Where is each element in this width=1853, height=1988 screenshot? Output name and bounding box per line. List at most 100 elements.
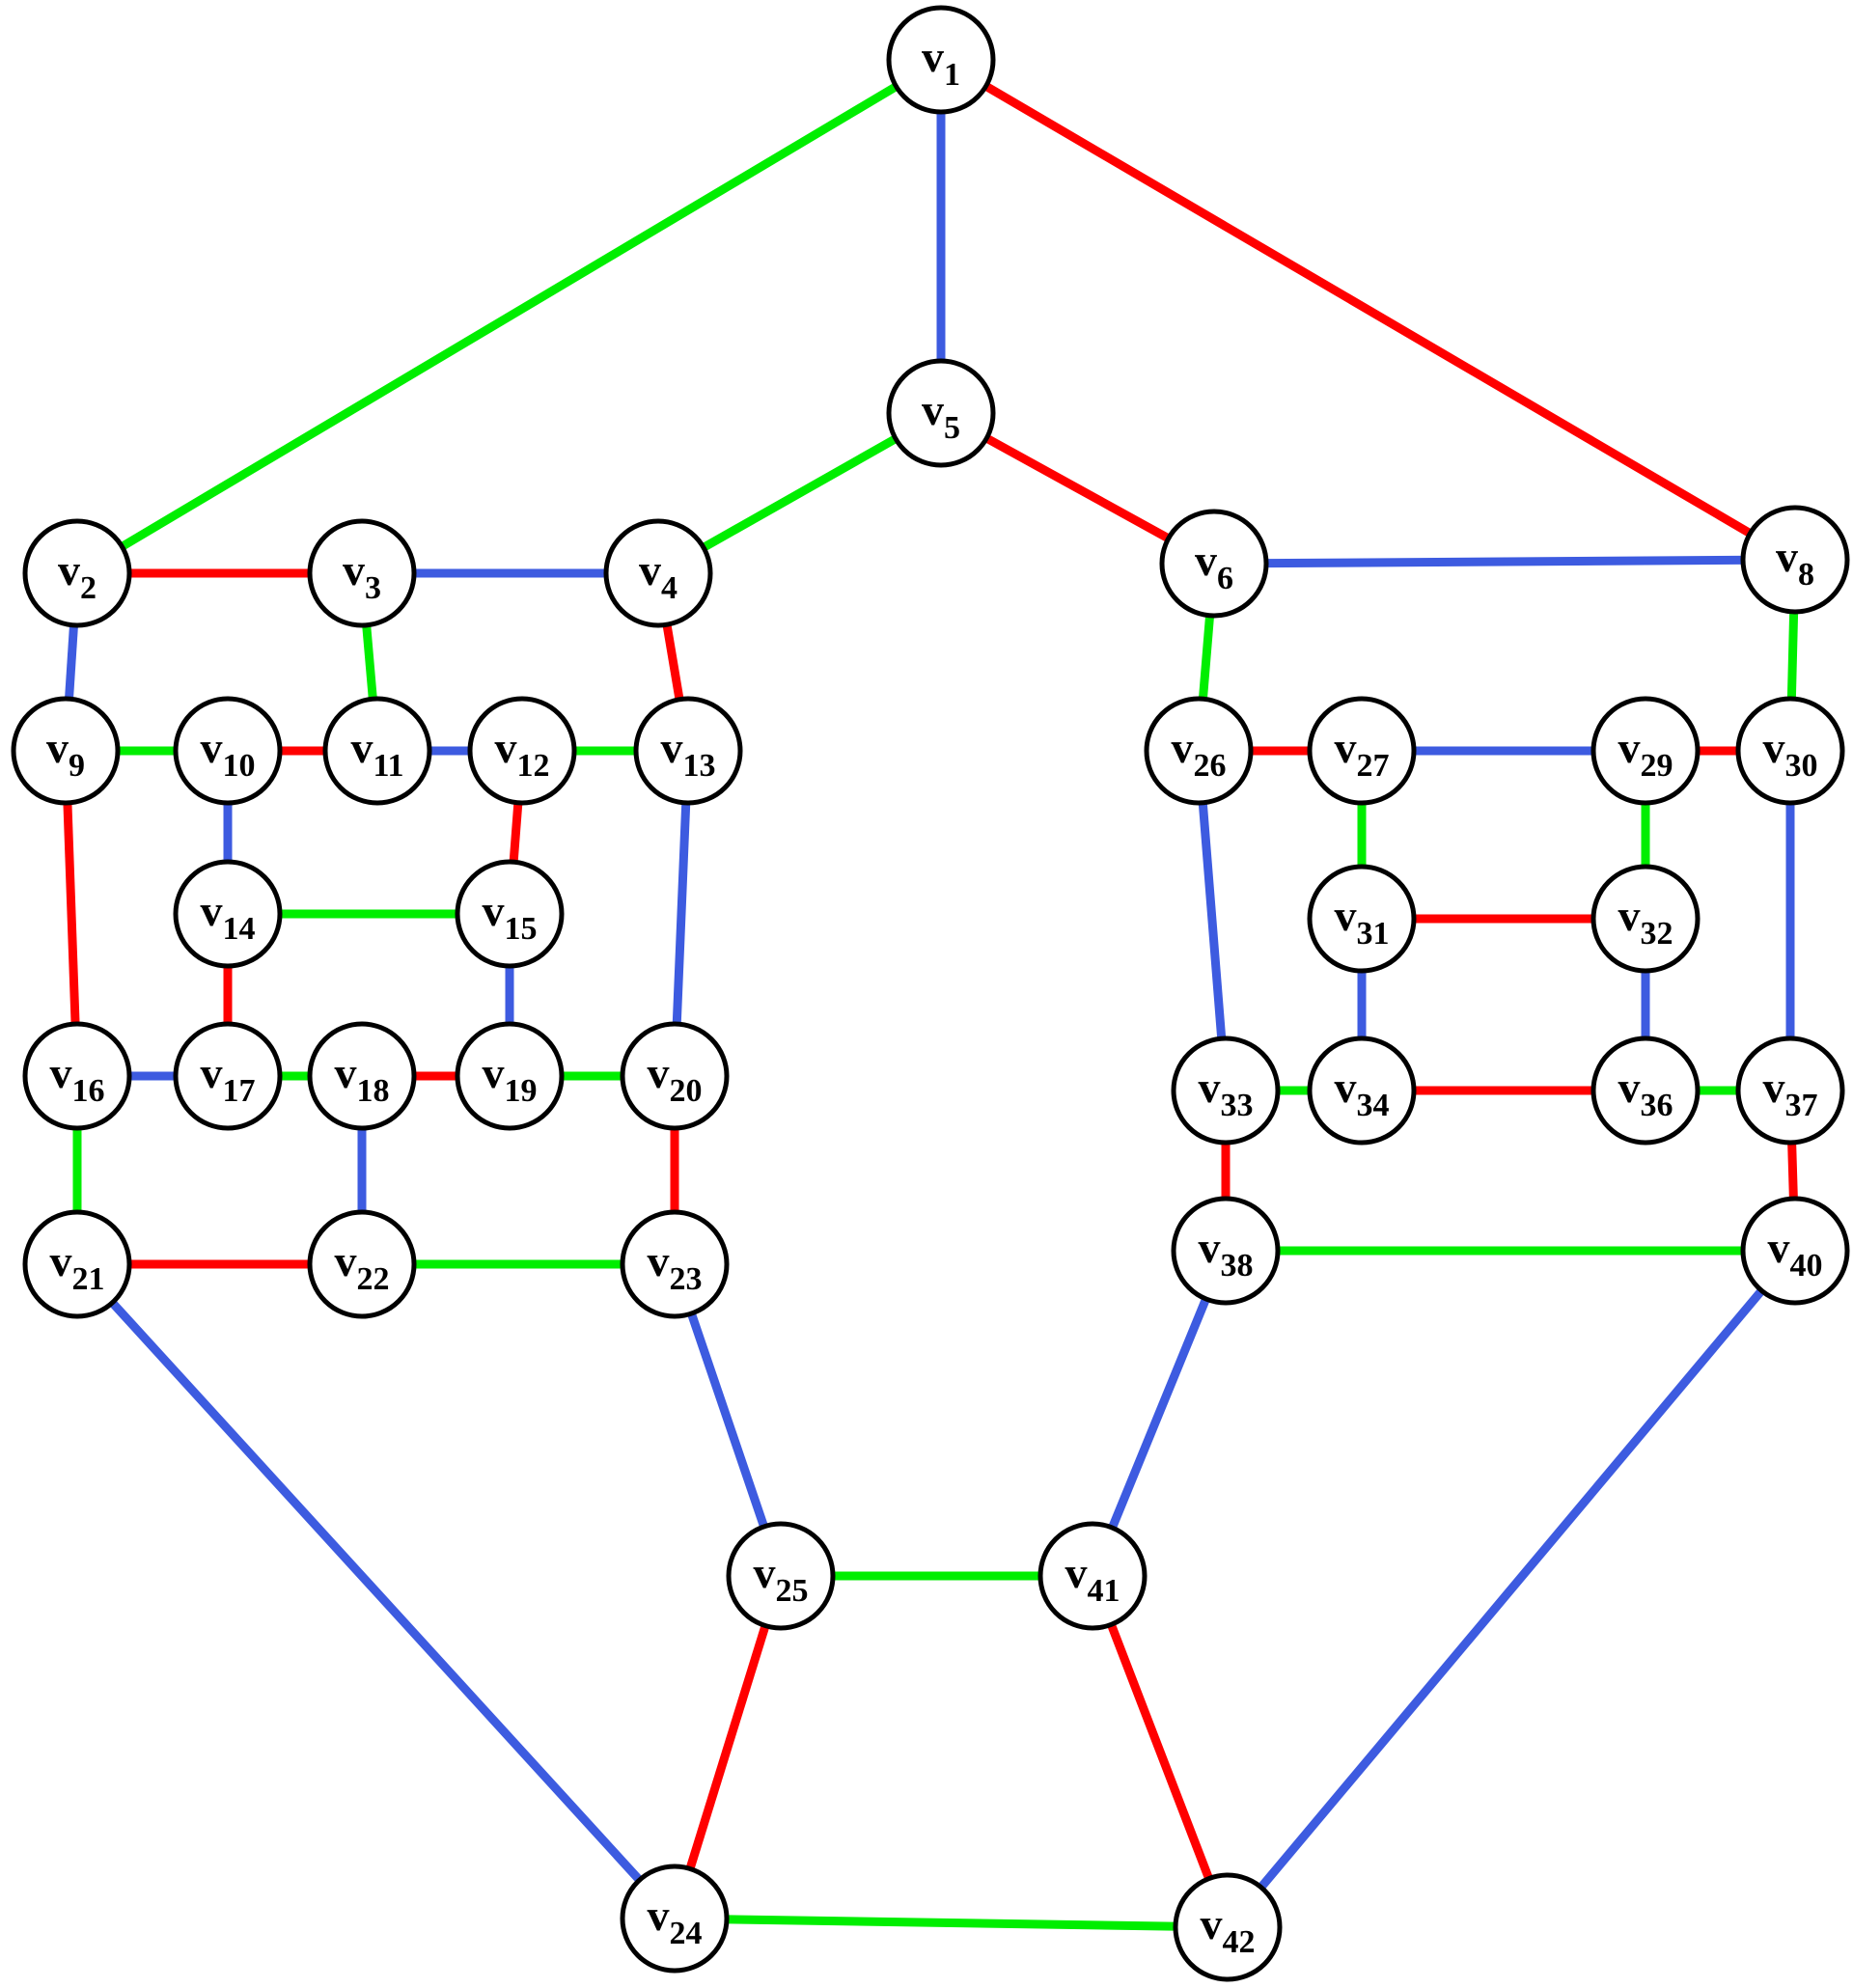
node-circle bbox=[1307, 864, 1417, 974]
edge-v6-v8 bbox=[1213, 555, 1796, 568]
node-v24: v24 bbox=[620, 1864, 730, 1974]
node-v40: v40 bbox=[1740, 1196, 1850, 1306]
node-circle bbox=[455, 859, 565, 969]
node-label: v16 bbox=[50, 1048, 105, 1109]
node-v10: v10 bbox=[173, 696, 283, 806]
node-v3: v3 bbox=[307, 518, 417, 628]
node-circle bbox=[633, 696, 743, 806]
node-label: v34 bbox=[1335, 1063, 1390, 1123]
node-circle bbox=[1740, 1196, 1850, 1306]
edge-v23-v25 bbox=[670, 1262, 786, 1578]
node-label-subscript: 25 bbox=[776, 1573, 809, 1609]
node-circle bbox=[1590, 696, 1701, 806]
node-circle bbox=[1037, 1521, 1148, 1631]
node-label-base: v bbox=[1618, 723, 1641, 772]
node-label: v18 bbox=[335, 1048, 390, 1109]
node-circle bbox=[173, 859, 283, 969]
node-label-base: v bbox=[1763, 1063, 1785, 1112]
node-label-base: v bbox=[661, 723, 683, 772]
node-circle bbox=[1144, 696, 1254, 806]
node-label-subscript: 23 bbox=[670, 1261, 703, 1297]
node-circle bbox=[1735, 1035, 1845, 1146]
node-label: v8 bbox=[1776, 532, 1814, 593]
edge-v24-v42 bbox=[674, 1914, 1229, 1932]
node-v8: v8 bbox=[1740, 505, 1850, 615]
node-label-subscript: 9 bbox=[69, 748, 85, 784]
node-label-subscript: 20 bbox=[670, 1073, 703, 1109]
node-label-base: v bbox=[343, 545, 365, 594]
node-v26: v26 bbox=[1144, 696, 1254, 806]
node-label: v6 bbox=[1195, 536, 1233, 596]
node-label-subscript: 36 bbox=[1641, 1088, 1673, 1123]
node-label: v33 bbox=[1199, 1063, 1254, 1123]
node-label: v38 bbox=[1199, 1223, 1254, 1284]
node-circle bbox=[11, 696, 121, 806]
node-v31: v31 bbox=[1307, 864, 1417, 974]
node-circle bbox=[307, 518, 417, 628]
node-circle bbox=[1171, 1196, 1281, 1306]
node-circle bbox=[1740, 505, 1850, 615]
node-v32: v32 bbox=[1590, 864, 1701, 974]
node-label-subscript: 8 bbox=[1798, 557, 1814, 593]
node-label-base: v bbox=[639, 545, 661, 594]
node-label-base: v bbox=[1776, 532, 1798, 581]
node-label-base: v bbox=[1335, 1063, 1357, 1112]
node-label-base: v bbox=[1199, 1063, 1221, 1112]
node-circle bbox=[1590, 1035, 1701, 1146]
node-label-subscript: 40 bbox=[1790, 1248, 1823, 1284]
node-label-base: v bbox=[335, 1236, 357, 1285]
node-label-subscript: 15 bbox=[505, 911, 538, 947]
node-v41: v41 bbox=[1037, 1521, 1148, 1631]
node-circle bbox=[620, 1209, 730, 1319]
node-label-subscript: 41 bbox=[1088, 1573, 1120, 1609]
node-label: v12 bbox=[495, 723, 550, 784]
node-v6: v6 bbox=[1159, 509, 1269, 619]
edge-v40-v42 bbox=[1224, 1248, 1799, 1930]
node-label: v19 bbox=[483, 1048, 538, 1109]
node-v9: v9 bbox=[11, 696, 121, 806]
node-label-base: v bbox=[1618, 891, 1641, 940]
node-v25: v25 bbox=[726, 1521, 836, 1631]
node-v36: v36 bbox=[1590, 1035, 1701, 1146]
node-label-subscript: 3 bbox=[365, 570, 381, 606]
node-label-subscript: 42 bbox=[1223, 1924, 1256, 1960]
node-label-base: v bbox=[1763, 723, 1785, 772]
node-label-subscript: 26 bbox=[1194, 748, 1227, 784]
node-circle bbox=[1307, 696, 1417, 806]
node-label-base: v bbox=[335, 1048, 357, 1097]
node-v2: v2 bbox=[22, 518, 132, 628]
node-label: v36 bbox=[1618, 1063, 1673, 1123]
node-label-subscript: 12 bbox=[517, 748, 550, 784]
edge-v21-v24 bbox=[73, 1260, 678, 1922]
node-label-base: v bbox=[1065, 1548, 1088, 1597]
node-label-base: v bbox=[648, 1048, 670, 1097]
node-label: v20 bbox=[648, 1048, 703, 1109]
node-circle bbox=[620, 1021, 730, 1131]
node-circle bbox=[22, 1021, 132, 1131]
node-v20: v20 bbox=[620, 1021, 730, 1131]
node-v27: v27 bbox=[1307, 696, 1417, 806]
node-label-subscript: 38 bbox=[1221, 1248, 1254, 1284]
node-label-subscript: 13 bbox=[683, 748, 716, 784]
node-label: v26 bbox=[1172, 723, 1227, 784]
node-circle bbox=[22, 518, 132, 628]
node-circle bbox=[1307, 1035, 1417, 1146]
node-label: v1 bbox=[922, 32, 960, 93]
node-label: v4 bbox=[639, 545, 678, 606]
node-label-base: v bbox=[1172, 723, 1194, 772]
node-circle bbox=[726, 1521, 836, 1631]
node-label-subscript: 34 bbox=[1357, 1088, 1390, 1123]
edge-v38-v41 bbox=[1088, 1249, 1231, 1578]
node-label-base: v bbox=[201, 886, 223, 935]
node-v30: v30 bbox=[1735, 696, 1845, 806]
node-label-base: v bbox=[350, 723, 373, 772]
node-label-subscript: 33 bbox=[1221, 1088, 1254, 1123]
node-v18: v18 bbox=[307, 1021, 417, 1131]
node-label-base: v bbox=[1195, 536, 1217, 585]
node-label-base: v bbox=[483, 886, 505, 935]
node-label-subscript: 10 bbox=[223, 748, 256, 784]
node-circle bbox=[620, 1864, 730, 1974]
node-label-base: v bbox=[201, 1048, 223, 1097]
node-circle bbox=[1173, 1872, 1283, 1982]
node-v29: v29 bbox=[1590, 696, 1701, 806]
